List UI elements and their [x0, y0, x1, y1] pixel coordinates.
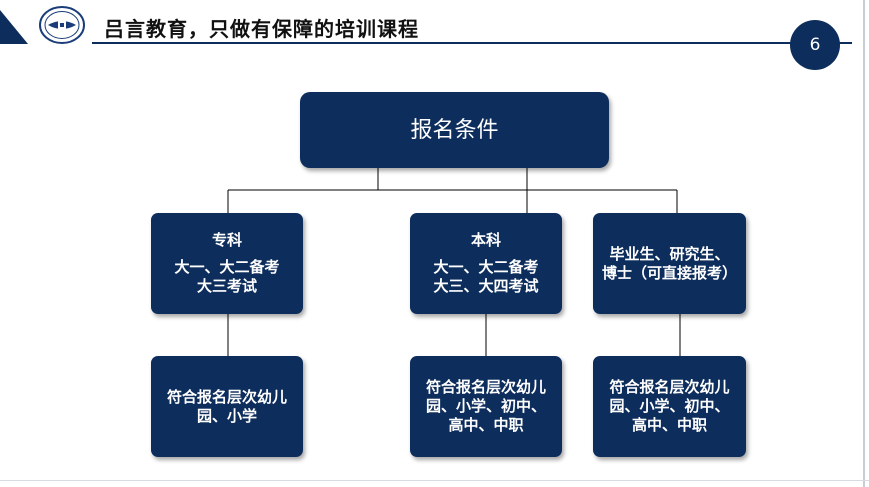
logo-icon [39, 6, 85, 44]
branch-detail-line: 博士（可直接报考） [601, 263, 737, 282]
branch-benke: 本科 大一、大二备考 大三、大四考试 [410, 213, 562, 314]
result-line: 高中、中职 [631, 416, 707, 434]
corner-accent [0, 10, 28, 44]
branch-detail-line: 大三考试 [196, 277, 257, 295]
result-zhuanke: 符合报名层次幼儿 园、小学 [151, 356, 303, 457]
root-node: 报名条件 [300, 92, 609, 168]
result-line: 高中、中职 [448, 416, 524, 434]
result-line: 园、小学 [196, 406, 257, 425]
branch-detail-line: 大一、大二备考 [174, 258, 280, 276]
result-line: 符合报名层次幼儿 [425, 378, 546, 396]
slide-title: 吕言教育，只做有保障的培训课程 [104, 17, 419, 41]
root-label: 报名条件 [410, 117, 499, 143]
branch-title: 专科 [211, 231, 242, 249]
branch-zhuanke: 专科 大一、大二备考 大三考试 [151, 213, 303, 314]
result-line: 园、小学、初中、 [425, 397, 546, 415]
branch-detail-line: 毕业生、研究生、 [609, 244, 730, 263]
result-graduate: 符合报名层次幼儿 园、小学、初中、 高中、中职 [593, 356, 746, 457]
result-line: 符合报名层次幼儿 [166, 387, 287, 406]
page-number-badge: 6 [790, 20, 840, 70]
branch-graduate: 毕业生、研究生、 博士（可直接报考） [593, 213, 746, 314]
branch-detail-line: 大一、大二备考 [433, 258, 539, 276]
result-line: 园、小学、初中、 [609, 397, 730, 415]
slide-right-edge [863, 0, 865, 487]
branch-title: 本科 [470, 231, 501, 249]
result-benke: 符合报名层次幼儿 园、小学、初中、 高中、中职 [410, 356, 562, 457]
result-line: 符合报名层次幼儿 [609, 378, 730, 396]
slide-bottom-edge [0, 480, 869, 481]
branch-detail-line: 大三、大四考试 [433, 277, 539, 295]
title-divider [92, 42, 852, 44]
